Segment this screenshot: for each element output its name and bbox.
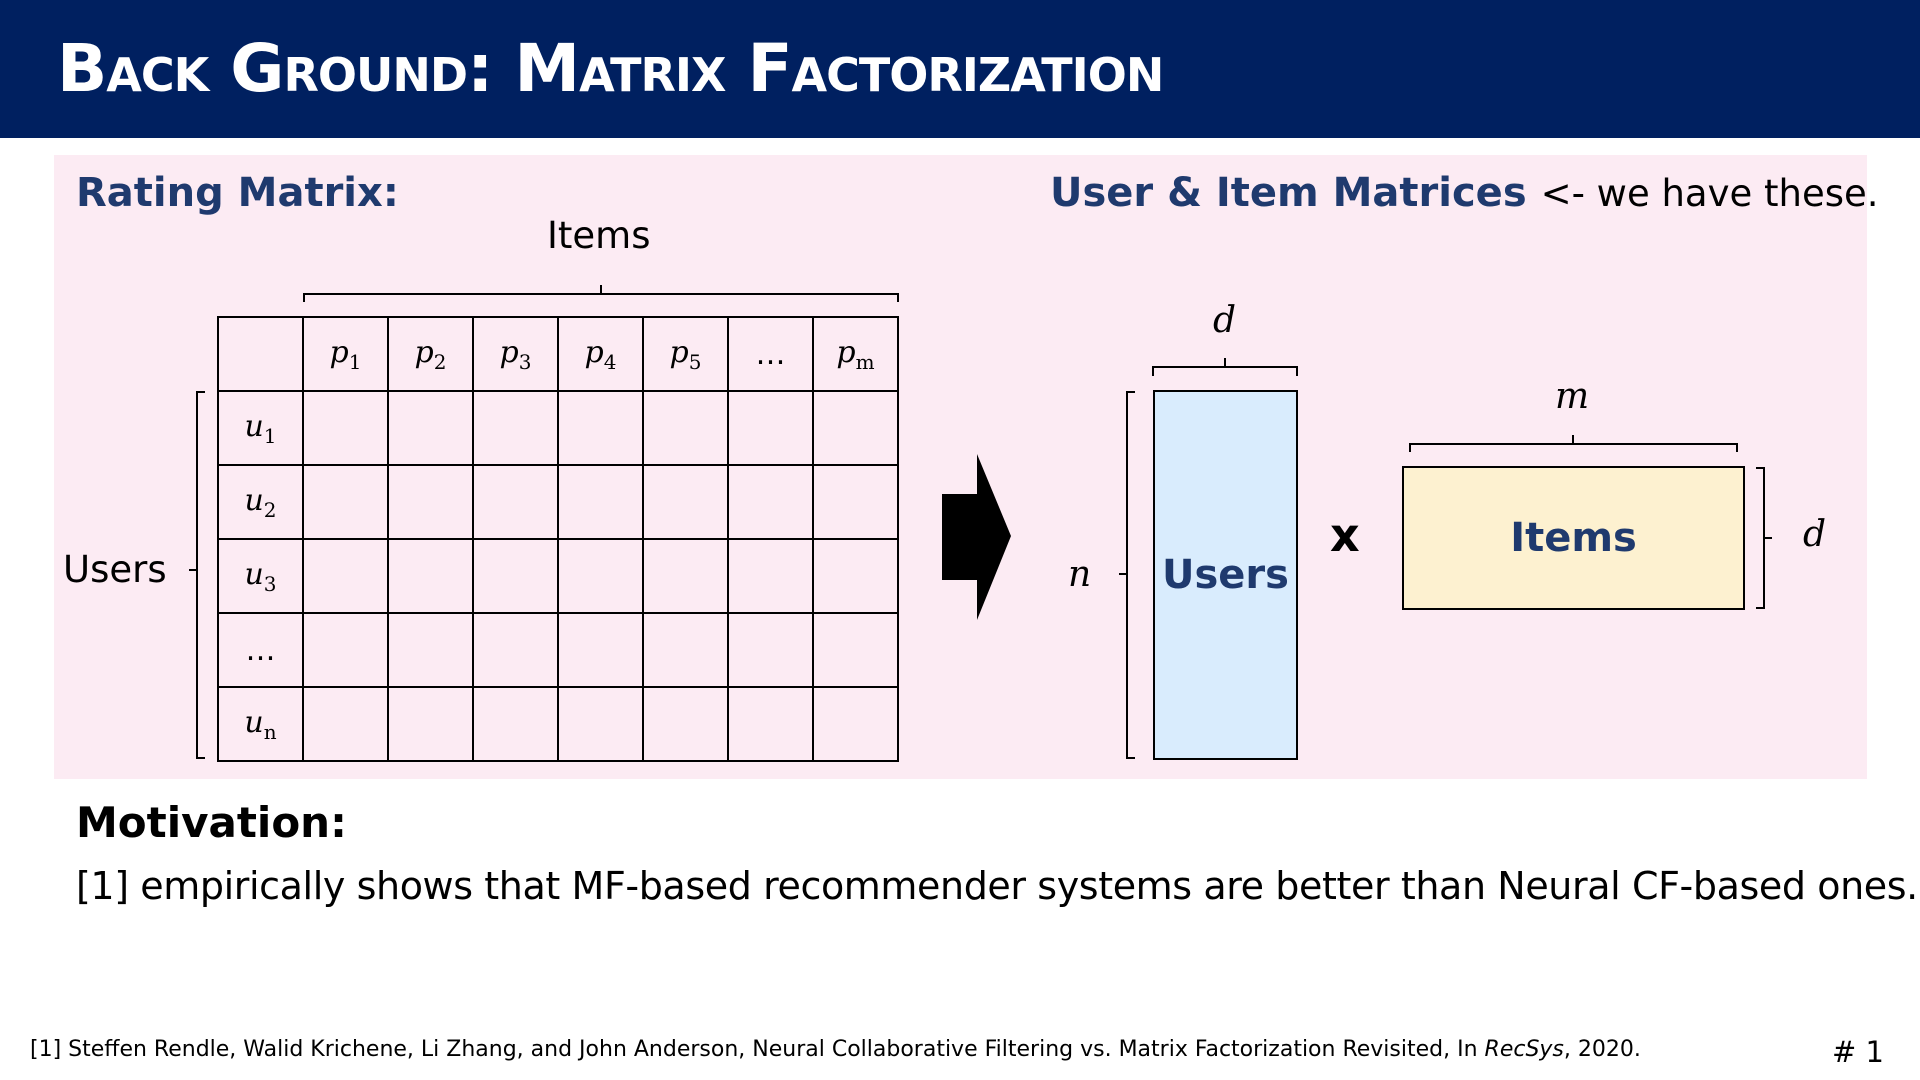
dim-d-right: d [1803, 514, 1827, 555]
rating-cell [387, 390, 474, 466]
rating-cell [557, 390, 644, 466]
rating-cell [642, 686, 729, 762]
rating-cell [642, 612, 729, 688]
users-brace [189, 391, 205, 759]
page-number: # 1 [1832, 1035, 1884, 1069]
have-these-note: <- we have these. [1540, 172, 1879, 215]
item-column-header: p1 [302, 316, 389, 392]
dim-n: n [1068, 554, 1092, 595]
item-column-header: … [727, 316, 814, 392]
rating-matrix-heading: Rating Matrix: [76, 170, 399, 216]
d-top-brace [1152, 358, 1298, 376]
matrix-row: u1 [217, 390, 899, 466]
item-column-header: p3 [472, 316, 559, 392]
rating-cell [472, 686, 559, 762]
dim-d-top: d [1213, 300, 1237, 341]
rating-cell [557, 464, 644, 540]
matrix-row: … [217, 612, 899, 688]
items-factor-matrix: Items [1402, 466, 1745, 610]
rating-cell [387, 612, 474, 688]
rating-cell [302, 538, 389, 614]
user-row-header: u2 [217, 464, 304, 540]
title-bar: Back Ground: Matrix Factorization [0, 0, 1920, 138]
items-brace [303, 285, 899, 302]
rating-cell [557, 612, 644, 688]
user-row-header: u3 [217, 538, 304, 614]
rating-cell [387, 686, 474, 762]
rating-cell [727, 390, 814, 466]
matrix-row: un [217, 686, 899, 762]
user-row-header: u1 [217, 390, 304, 466]
item-column-header: p2 [387, 316, 474, 392]
multiply-sign: x [1330, 508, 1360, 562]
users-factor-label: Users [1162, 552, 1289, 598]
slide-title: Back Ground: Matrix Factorization [57, 30, 1164, 107]
rating-cell [387, 464, 474, 540]
footnote: [1] Steffen Rendle, Walid Krichene, Li Z… [30, 1037, 1641, 1062]
rating-cell [642, 464, 729, 540]
rating-cell [472, 612, 559, 688]
rating-cell [642, 390, 729, 466]
motivation-text: [1] empirically shows that MF-based reco… [76, 864, 1918, 908]
rating-cell [727, 686, 814, 762]
item-column-header: pm [812, 316, 899, 392]
user-item-matrices-title: User & Item Matrices [1050, 170, 1527, 216]
items-factor-label: Items [1510, 515, 1637, 561]
n-brace [1119, 391, 1135, 759]
rating-cell [387, 538, 474, 614]
item-column-header: p4 [557, 316, 644, 392]
rating-cell [812, 390, 899, 466]
item-column-header: p5 [642, 316, 729, 392]
matrix-corner-cell [217, 316, 304, 392]
user-item-matrices-heading: User & Item Matrices <- we have these. [1050, 170, 1879, 216]
rating-cell [812, 686, 899, 762]
rating-cell [812, 464, 899, 540]
m-brace [1409, 435, 1738, 452]
rating-cell [302, 686, 389, 762]
users-factor-matrix: Users [1153, 390, 1298, 760]
user-row-header: … [217, 612, 304, 688]
rating-cell [557, 686, 644, 762]
rating-cell [727, 612, 814, 688]
rating-cell [812, 612, 899, 688]
rating-cell [302, 612, 389, 688]
motivation-heading: Motivation: [76, 798, 347, 847]
items-axis-label: Items [547, 214, 651, 257]
rating-cell [302, 464, 389, 540]
rating-cell [642, 538, 729, 614]
users-axis-label: Users [63, 548, 167, 591]
matrix-row: u3 [217, 538, 899, 614]
rating-cell [472, 390, 559, 466]
d-right-brace [1756, 467, 1772, 609]
right-arrow-icon [942, 454, 1011, 620]
rating-cell [727, 464, 814, 540]
matrix-row: u2 [217, 464, 899, 540]
rating-cell [302, 390, 389, 466]
footnote-citation: [1] Steffen Rendle, Walid Krichene, Li Z… [30, 1037, 1485, 1062]
rating-cell [557, 538, 644, 614]
dim-m: m [1555, 376, 1590, 417]
footnote-year: , 2020. [1563, 1037, 1641, 1062]
rating-cell [727, 538, 814, 614]
footnote-venue: RecSys [1484, 1037, 1564, 1062]
user-row-header: un [217, 686, 304, 762]
rating-cell [812, 538, 899, 614]
rating-cell [472, 464, 559, 540]
rating-cell [472, 538, 559, 614]
